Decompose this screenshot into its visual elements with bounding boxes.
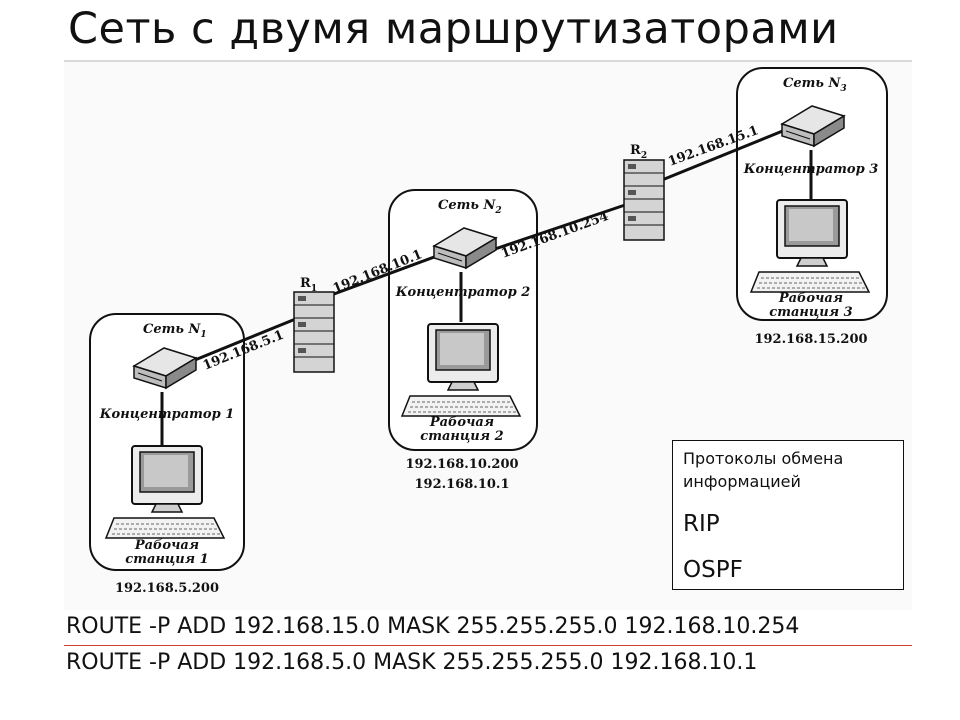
station-1-label-line2: станция 1 (125, 552, 208, 567)
network-1-boundary (89, 313, 245, 571)
station-1-label-line1: Рабочая (134, 538, 199, 553)
station-3-address: 192.168.15.200 (754, 332, 867, 347)
station-2-gateway: 192.168.10.1 (415, 477, 510, 492)
network-2-name: Сеть N2 (438, 198, 502, 216)
router-2-label: R2 (630, 143, 647, 161)
route-command-1: ROUTE -P ADD 192.168.15.0 MASK 255.255.2… (66, 614, 800, 639)
hub-1-label: Концентратор 1 (99, 407, 235, 422)
router-2-icon (623, 159, 665, 241)
hub-2-label: Концентратор 2 (395, 285, 531, 300)
station-2-address: 192.168.10.200 (405, 457, 518, 472)
command-divider (64, 645, 912, 646)
route-command-2: ROUTE -P ADD 192.168.5.0 MASK 255.255.25… (66, 650, 758, 675)
link-r2-hub3 (661, 126, 791, 182)
link-hub1-r1 (189, 316, 299, 364)
router-1-icon (293, 291, 335, 373)
station-3-label-line2: станция 3 (769, 305, 852, 320)
hub-3-label: Концентратор 3 (743, 162, 879, 177)
station-1-address: 192.168.5.200 (115, 581, 219, 596)
network-1-name: Сеть N1 (143, 322, 207, 340)
protocols-heading: Протоколы обмена информацией (683, 449, 844, 491)
network-3-name: Сеть N3 (783, 76, 847, 94)
protocols-box: Протоколы обмена информацией RIP OSPF (672, 440, 904, 590)
protocol-ospf: OSPF (683, 557, 743, 583)
router-1-label: R1 (300, 276, 317, 294)
station-2-label-line2: станция 2 (420, 429, 503, 444)
station-2-label-line1: Рабочая (429, 415, 494, 430)
link-hub2-r2 (491, 202, 629, 252)
title-divider (64, 60, 912, 62)
network-2-boundary (388, 189, 538, 451)
protocol-rip: RIP (683, 511, 720, 537)
station-3-label-line1: Рабочая (778, 291, 843, 306)
slide-title: Сеть с двумя маршрутизаторами (68, 4, 839, 54)
